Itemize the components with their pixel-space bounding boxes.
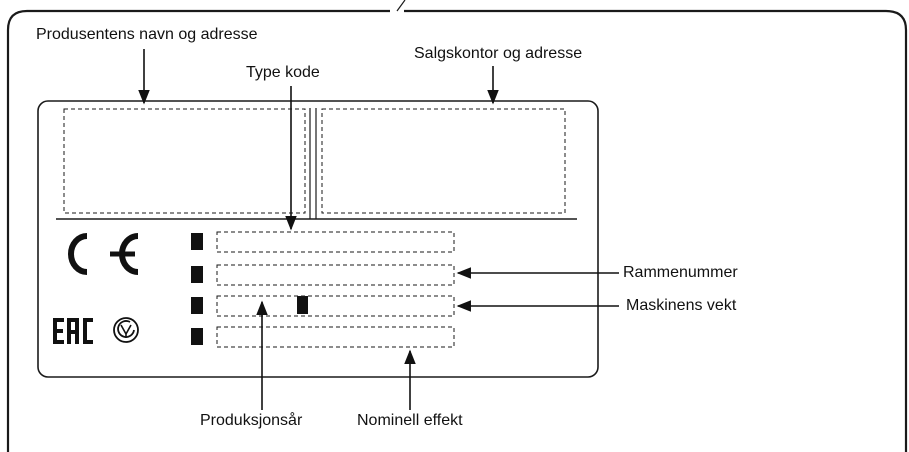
type-code-field: [216, 231, 455, 253]
label-manufacturer: Produsentens navn og adresse: [36, 26, 258, 43]
ua-conformity-mark: [113, 317, 139, 343]
label-rated-power: Nominell effekt: [357, 412, 463, 429]
ce-mark: [68, 233, 139, 275]
rated-power-field: [216, 326, 455, 348]
label-frame-number: Rammenummer: [623, 264, 738, 281]
label-machine-weight: Maskinens vekt: [626, 297, 737, 314]
row-marker-year-weight: [297, 296, 308, 314]
row-marker-4: [191, 328, 203, 345]
eac-mark: [53, 318, 93, 344]
row-marker-2: [191, 266, 203, 283]
production-year-weight-field: [216, 295, 455, 317]
sales-office-box: [321, 108, 566, 214]
leader-line-top: [396, 0, 406, 12]
row-marker-1: [191, 233, 203, 250]
label-production-year: Produksjonsår: [200, 412, 303, 429]
label-sales-office: Salgskontor og adresse: [414, 45, 583, 62]
frame-number-field: [216, 264, 455, 286]
row-marker-3: [191, 297, 203, 314]
label-type-code: Type kode: [246, 64, 320, 81]
outer-frame: [6, 9, 908, 452]
manufacturer-box: [63, 108, 306, 214]
nameplate: [37, 100, 599, 378]
